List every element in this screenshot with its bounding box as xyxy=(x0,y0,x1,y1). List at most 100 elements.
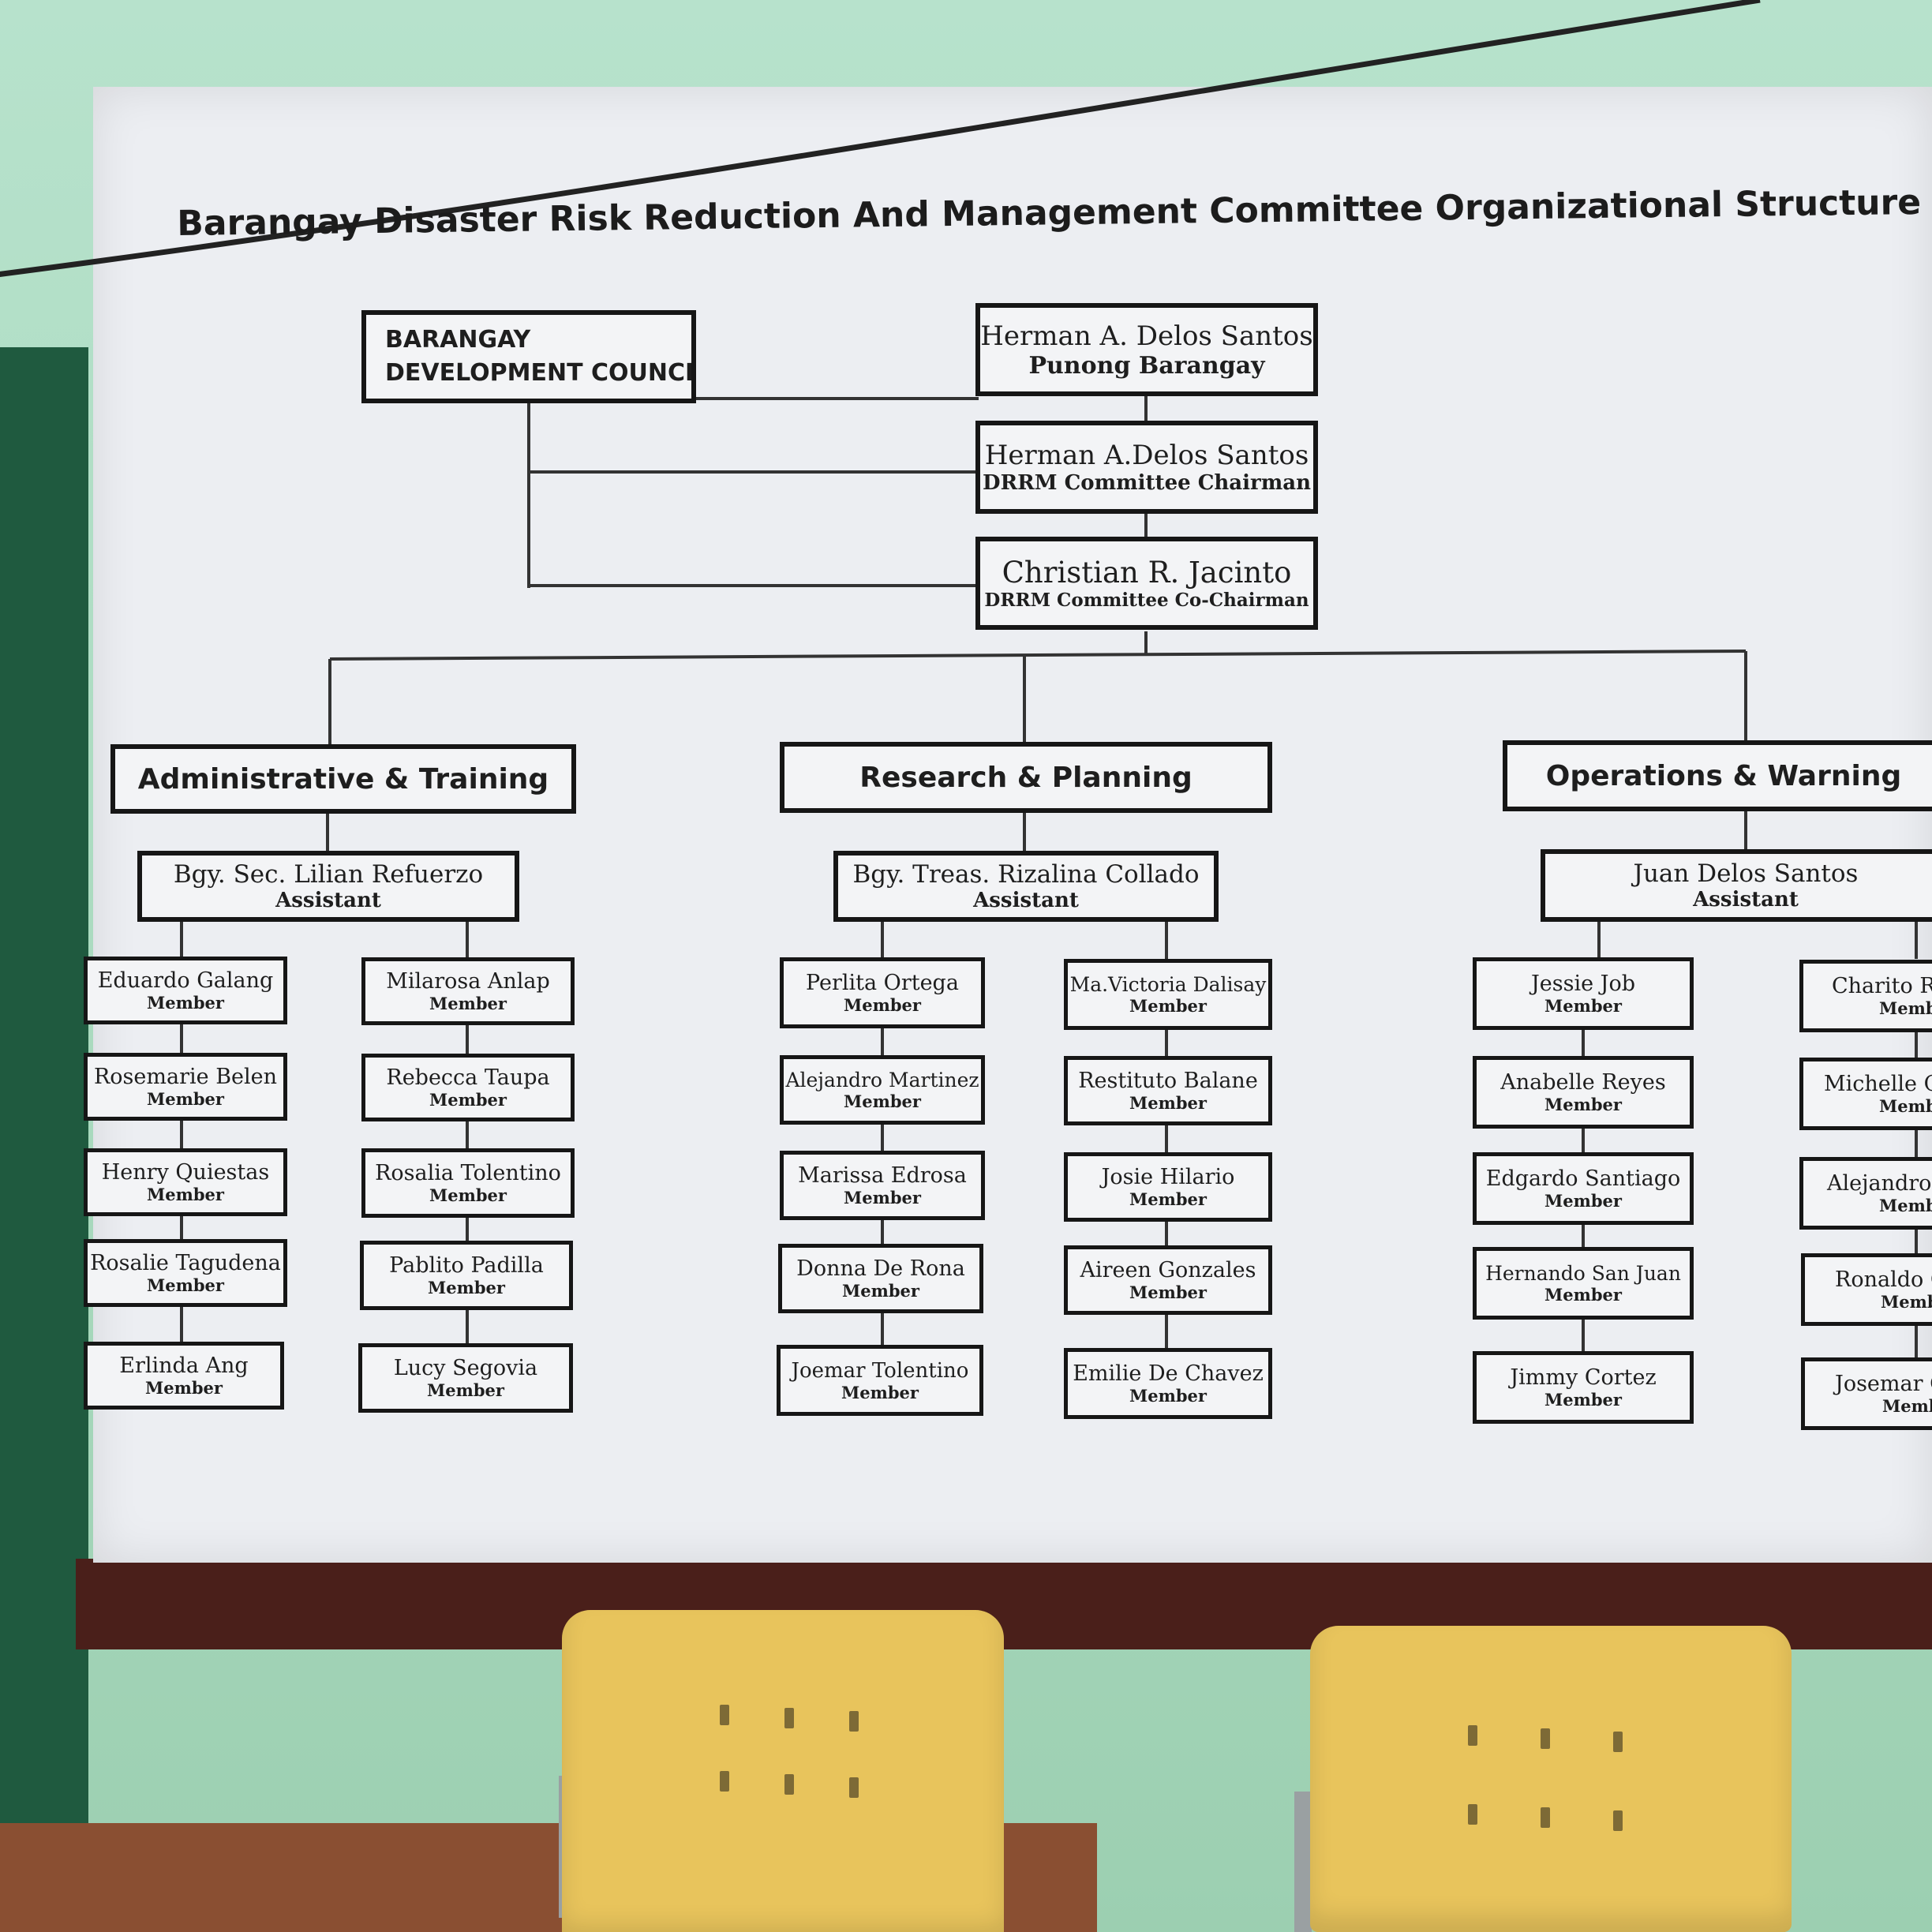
member-name: Jimmy Cortez xyxy=(1510,1365,1657,1390)
member-box: Pablito Padilla Member xyxy=(360,1241,573,1310)
member-box: Josemar C Memb xyxy=(1801,1357,1932,1430)
member-role: Member xyxy=(1129,1093,1207,1113)
punong-barangay-box: Herman A. Delos Santos Punong Barangay xyxy=(975,303,1318,396)
member-role: Memb xyxy=(1882,1396,1932,1416)
member-role: Member xyxy=(429,1090,507,1110)
department-name: Operations & Warning xyxy=(1545,759,1902,792)
member-box: Jimmy Cortez Member xyxy=(1473,1351,1694,1424)
person-name: Herman A.Delos Santos xyxy=(984,440,1309,471)
person-name: Herman A. Delos Santos xyxy=(980,320,1313,352)
member-name: Edgardo Santiago xyxy=(1485,1166,1681,1191)
chair-slot xyxy=(1541,1728,1550,1749)
member-role: Member xyxy=(844,1188,921,1208)
chair-slot xyxy=(1468,1804,1477,1825)
council-line2: DEVELOPMENT COUNCIL xyxy=(385,359,696,387)
chair-slot xyxy=(720,1771,729,1792)
chair-backrest-left xyxy=(562,1610,1004,1932)
member-role: Member xyxy=(429,1185,507,1205)
member-box: Alejandro Memb xyxy=(1799,1157,1932,1230)
member-box: Alejandro Martinez Member xyxy=(780,1055,985,1125)
member-name: Rebecca Taupa xyxy=(386,1065,550,1090)
chair-slot xyxy=(1613,1732,1623,1752)
assistant-box-research-planning: Bgy. Treas. Rizalina Collado Assistant xyxy=(833,851,1219,922)
member-role: Member xyxy=(844,995,921,1015)
member-box: Rosalie Tagudena Member xyxy=(84,1239,287,1307)
chair-backrest-right xyxy=(1310,1626,1792,1932)
member-box: Erlinda Ang Member xyxy=(84,1342,284,1410)
member-name: Charito R xyxy=(1832,974,1932,998)
member-box: Jessie Job Member xyxy=(1473,957,1694,1030)
chair-leg xyxy=(1294,1792,1312,1932)
member-role: Memb xyxy=(1879,998,1932,1018)
member-box: Restituto Balane Member xyxy=(1064,1056,1272,1125)
development-council-box: BARANGAY DEVELOPMENT COUNCIL xyxy=(361,310,696,403)
chair-slot xyxy=(1613,1810,1623,1831)
member-role: Member xyxy=(147,993,224,1013)
member-box: Ma.Victoria Dalisay Member xyxy=(1064,959,1272,1030)
member-role: Member xyxy=(428,1278,505,1297)
member-role: Memb xyxy=(1879,1196,1932,1215)
person-name: Christian R. Jacinto xyxy=(1002,556,1292,590)
council-line1: BARANGAY xyxy=(385,326,531,354)
department-name: Research & Planning xyxy=(859,761,1193,794)
member-box: Rosalia Tolentino Member xyxy=(361,1148,575,1218)
member-name: Emilie De Chavez xyxy=(1073,1361,1264,1386)
member-name: Anabelle Reyes xyxy=(1500,1070,1666,1095)
member-box: Eduardo Galang Member xyxy=(84,957,287,1024)
person-name: Juan Delos Santos xyxy=(1633,859,1859,888)
member-name: Perlita Ortega xyxy=(806,971,959,995)
member-role: Member xyxy=(841,1382,919,1402)
person-role: DRRM Committee Co-Chairman xyxy=(984,590,1309,611)
member-name: Eduardo Galang xyxy=(97,968,274,993)
member-box: Aireen Gonzales Member xyxy=(1064,1245,1272,1315)
door-frame xyxy=(0,347,88,1839)
department-name: Administrative & Training xyxy=(137,762,549,796)
member-role: Member xyxy=(1544,996,1622,1016)
member-name: Hernando San Juan xyxy=(1485,1262,1681,1285)
member-box: Anabelle Reyes Member xyxy=(1473,1056,1694,1129)
member-role: Member xyxy=(427,1380,504,1400)
member-name: Lucy Segovia xyxy=(393,1356,538,1380)
member-name: Josie Hilario xyxy=(1101,1165,1235,1189)
member-name: Rosemarie Belen xyxy=(93,1065,278,1089)
member-box: Charito R Memb xyxy=(1799,960,1932,1032)
member-name: Pablito Padilla xyxy=(389,1253,544,1278)
chair-slot xyxy=(784,1774,794,1795)
member-name: Aireen Gonzales xyxy=(1080,1258,1256,1282)
member-box: Donna De Rona Member xyxy=(778,1244,983,1313)
member-role: Member xyxy=(1544,1285,1622,1305)
member-box: Ronaldo C Memb xyxy=(1801,1253,1932,1326)
member-box: Perlita Ortega Member xyxy=(780,957,985,1028)
member-role: Memb xyxy=(1881,1292,1932,1312)
member-name: Restituto Balane xyxy=(1078,1069,1258,1093)
member-box: Emilie De Chavez Member xyxy=(1064,1348,1272,1419)
chair-slot xyxy=(1541,1807,1550,1828)
member-name: Joemar Tolentino xyxy=(791,1358,969,1383)
member-name: Rosalie Tagudena xyxy=(90,1251,281,1275)
person-role: Assistant xyxy=(1693,888,1799,912)
member-name: Donna De Rona xyxy=(796,1256,965,1281)
power-cable xyxy=(0,0,1761,277)
department-box-research-planning: Research & Planning xyxy=(780,742,1272,813)
member-name: Erlinda Ang xyxy=(119,1354,249,1378)
member-role: Member xyxy=(1129,996,1207,1016)
member-name: Alejandro Martinez xyxy=(785,1069,979,1091)
committee-chairman-box: Herman A.Delos Santos DRRM Committee Cha… xyxy=(975,421,1318,514)
member-box: Lucy Segovia Member xyxy=(358,1343,573,1413)
member-box: Edgardo Santiago Member xyxy=(1473,1152,1694,1225)
department-box-admin-training: Administrative & Training xyxy=(110,744,576,814)
member-box: Hernando San Juan Member xyxy=(1473,1247,1694,1320)
member-box: Rosemarie Belen Member xyxy=(84,1053,287,1121)
member-role: Member xyxy=(145,1378,223,1398)
member-name: Milarosa Anlap xyxy=(386,969,550,994)
member-role: Member xyxy=(1544,1390,1622,1410)
member-role: Member xyxy=(429,994,507,1013)
department-box-operations-warning: Operations & Warning xyxy=(1503,740,1932,811)
member-role: Member xyxy=(1129,1282,1207,1302)
member-box: Michelle C Memb xyxy=(1799,1058,1932,1130)
assistant-box-operations-warning: Juan Delos Santos Assistant xyxy=(1541,849,1932,922)
member-name: Alejandro xyxy=(1827,1171,1932,1196)
member-box: Henry Quiestas Member xyxy=(84,1148,287,1216)
member-name: Ma.Victoria Dalisay xyxy=(1069,973,1267,996)
person-role: DRRM Committee Chairman xyxy=(983,471,1311,495)
